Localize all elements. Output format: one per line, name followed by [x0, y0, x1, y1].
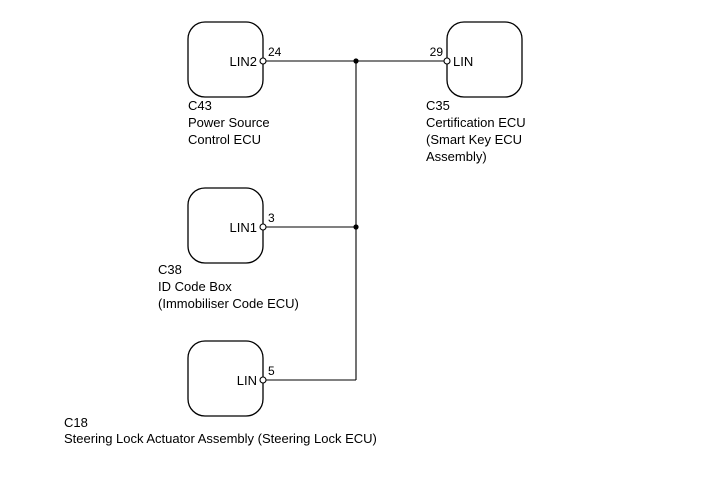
component-code-c35: C35	[426, 98, 450, 113]
pin-label-c38: LIN1	[230, 220, 257, 235]
component-name-c35-line3: Assembly)	[426, 149, 487, 164]
component-name-c43-line1: Power Source	[188, 115, 270, 130]
component-code-c38: C38	[158, 262, 182, 277]
pin-number-c43: 24	[268, 45, 282, 59]
pin-terminal-c43	[259, 57, 267, 65]
pin-number-c35: 29	[430, 45, 444, 59]
component-c18: LIN 5 C18 Steering Lock Actuator Assembl…	[64, 340, 377, 446]
junction-dot-middle	[353, 224, 359, 230]
component-name-c35-line1: Certification ECU	[426, 115, 526, 130]
component-c38: LIN1 3 C38 ID Code Box (Immobiliser Code…	[158, 187, 299, 311]
component-code-c43: C43	[188, 98, 212, 113]
lin-bus-wiring	[265, 58, 444, 381]
component-name-c35-line2: (Smart Key ECU	[426, 132, 522, 147]
pin-number-c18: 5	[268, 364, 275, 378]
component-name-c38-line2: (Immobiliser Code ECU)	[158, 296, 299, 311]
component-code-c18: C18	[64, 415, 88, 430]
pin-number-c38: 3	[268, 211, 275, 225]
pin-terminal-c38	[259, 223, 267, 231]
pin-terminal-c35	[443, 57, 451, 65]
pin-label-c43: LIN2	[230, 54, 257, 69]
component-c35: LIN 29 C35 Certification ECU (Smart Key …	[426, 21, 526, 164]
pin-label-c18: LIN	[237, 373, 257, 388]
junction-dot-top	[353, 58, 359, 64]
component-name-c38-line1: ID Code Box	[158, 279, 232, 294]
component-name-c18-line1: Steering Lock Actuator Assembly (Steerin…	[64, 431, 377, 446]
component-c43: LIN2 24 C43 Power Source Control ECU	[187, 21, 282, 147]
pin-label-c35: LIN	[453, 54, 473, 69]
pin-terminal-c18	[259, 376, 267, 384]
component-name-c43-line2: Control ECU	[188, 132, 261, 147]
